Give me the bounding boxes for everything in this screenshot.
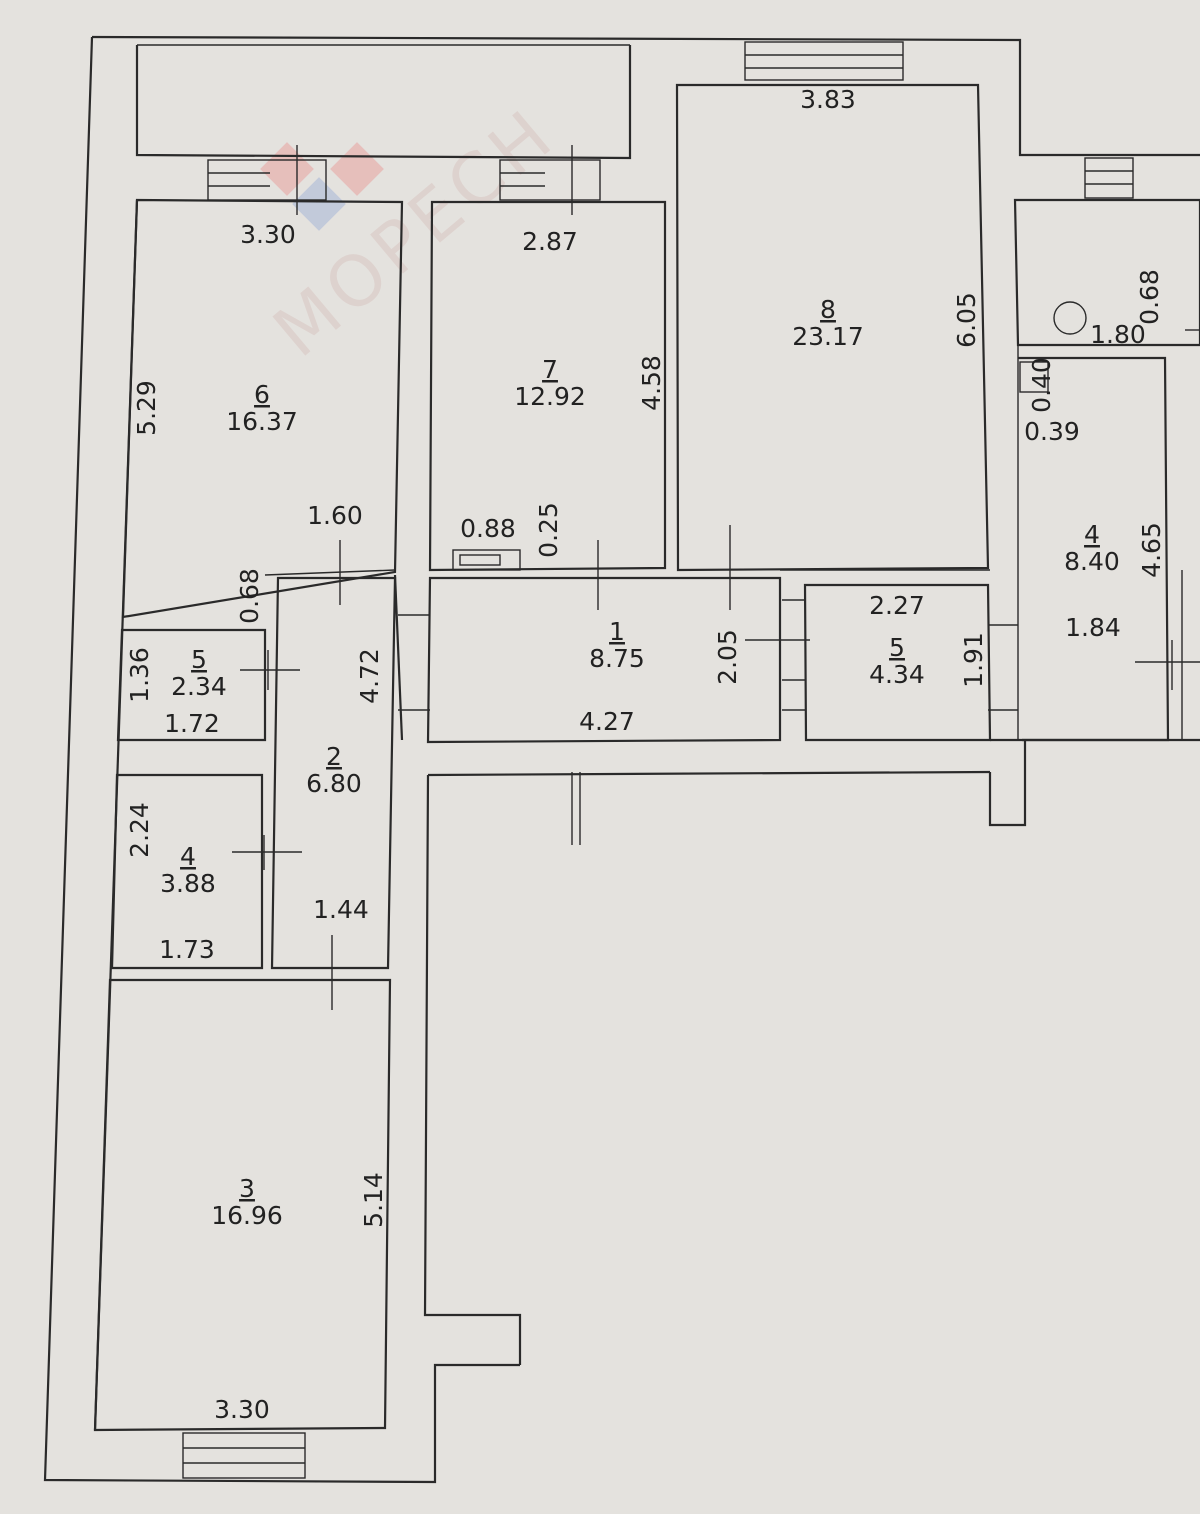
dimension-label: 1.44 <box>313 895 369 924</box>
room-number: 2 <box>326 742 342 771</box>
dimension-label: 2.05 <box>713 629 742 685</box>
room-area: 2.34 <box>171 672 227 701</box>
room-number: 8 <box>820 295 836 324</box>
room-number: 4 <box>180 842 196 871</box>
dimension-label: 0.68 <box>1135 269 1164 325</box>
dimension-label: 0.39 <box>1024 417 1080 446</box>
dimension-label: 1.60 <box>307 501 363 530</box>
room-4a-label: 43.88 <box>160 842 216 898</box>
dimension-label: 4.65 <box>1137 522 1166 578</box>
room-1-label: 18.75 <box>589 617 645 673</box>
dimension-label: 0.68 <box>235 568 264 624</box>
room-area: 3.88 <box>160 869 216 898</box>
dimension-label: 6.05 <box>952 292 981 348</box>
dimension-label: 0.88 <box>460 514 516 543</box>
room-4b-label: 48.40 <box>1064 520 1120 576</box>
room-2-label: 26.80 <box>306 742 362 798</box>
dimension-label: 1.91 <box>959 632 988 688</box>
dimension-label: 0.40 <box>1027 357 1056 413</box>
room-number: 1 <box>609 617 625 646</box>
room-number: 5 <box>889 633 905 662</box>
room-area: 12.92 <box>514 382 586 411</box>
room-number: 7 <box>542 355 558 384</box>
dimension-label: 2.27 <box>869 591 925 620</box>
room-labels: 616.37 712.92 823.17 18.75 52.34 26.80 4… <box>160 295 1120 1230</box>
dimension-label: 1.72 <box>164 709 220 738</box>
windows <box>182 41 1134 1479</box>
room-area: 23.17 <box>792 322 864 351</box>
room-5b-label: 54.34 <box>869 633 925 689</box>
room-5a-label: 52.34 <box>171 645 227 701</box>
room-number: 3 <box>239 1174 255 1203</box>
dimension-label: 4.58 <box>637 355 666 411</box>
dimension-label: 5.29 <box>132 380 161 436</box>
room-area: 4.34 <box>869 660 925 689</box>
room-number: 4 <box>1084 520 1100 549</box>
room-walls <box>93 83 1200 1432</box>
dimension-label: 4.27 <box>579 707 635 736</box>
dimension-label: 2.87 <box>522 227 578 256</box>
room-area: 8.40 <box>1064 547 1120 576</box>
room-number: 5 <box>191 645 207 674</box>
dimension-label: 5.14 <box>359 1172 388 1228</box>
dimension-label: 3.30 <box>240 220 296 249</box>
room-3-label: 316.96 <box>211 1174 283 1230</box>
room-area: 6.80 <box>306 769 362 798</box>
dimension-label: 4.72 <box>355 648 384 704</box>
dimension-label: 3.83 <box>800 85 856 114</box>
dimension-label: 3.30 <box>214 1395 270 1424</box>
outer-walls <box>43 35 1200 1484</box>
dimension-label: 1.73 <box>159 935 215 964</box>
room-number: 6 <box>254 380 270 409</box>
room-area: 8.75 <box>589 644 645 673</box>
dimension-label: 0.25 <box>534 502 563 558</box>
dimension-labels: 3.83 3.30 2.87 6.05 0.68 1.80 5.29 4.58 … <box>125 85 1166 1424</box>
room-8-label: 823.17 <box>792 295 864 351</box>
dimension-label: 1.80 <box>1090 320 1146 349</box>
dimension-label: 1.84 <box>1065 613 1121 642</box>
room-area: 16.96 <box>211 1201 283 1230</box>
dimension-label: 2.24 <box>125 802 154 858</box>
dimension-label: 1.36 <box>125 647 154 703</box>
room-area: 16.37 <box>226 407 298 436</box>
room-7-label: 712.92 <box>514 355 586 411</box>
room-6-label: 616.37 <box>226 380 298 436</box>
